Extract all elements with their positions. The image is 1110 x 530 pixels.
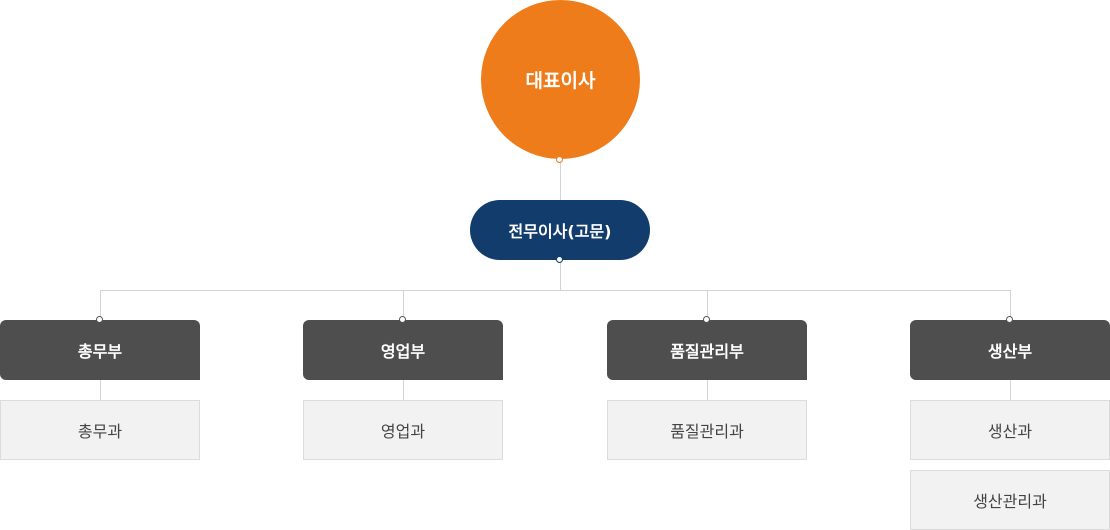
sub-team-production-management: 생산관리과 [910,470,1110,530]
connector-bus-dept-1 [100,290,101,320]
department-node-sales: 영업부 [303,320,503,380]
sub-team-label: 생산과 [987,422,1033,441]
department-connector-dot [1006,316,1013,323]
sub-team-production: 생산과 [910,400,1110,460]
sub-team-label: 총무과 [77,422,123,441]
department-node-production: 생산부 [910,320,1110,380]
department-connector-dot [96,316,103,323]
ceo-connector-dot [556,156,563,163]
ceo-label: 대표이사 [525,70,596,92]
connector-ceo-vice [560,160,561,200]
connector-vice-trunk [560,260,561,290]
department-connector-dot [703,316,710,323]
connector-dept-sub-2 [403,380,404,400]
sub-team-quality: 품질관리과 [607,400,807,460]
connector-bus-dept-2 [403,290,404,320]
department-node-general-affairs: 총무부 [0,320,200,380]
department-label: 영업부 [380,342,426,361]
vice-connector-dot [556,256,563,263]
vice-president-node: 전무이사(고문) [470,200,650,260]
connector-dept-sub-4 [1010,380,1011,400]
department-label: 생산부 [987,342,1033,361]
sub-team-label: 품질관리과 [670,422,744,441]
connector-dept-sub-3 [707,380,708,400]
vice-president-label: 전무이사(고문) [508,222,612,241]
sub-team-label: 생산관리과 [973,492,1047,511]
connector-bus-dept-4 [1010,290,1011,320]
sub-team-sales: 영업과 [303,400,503,460]
ceo-node: 대표이사 [481,0,640,159]
sub-team-general-affairs: 총무과 [0,400,200,460]
department-label: 품질관리부 [670,342,744,361]
department-node-quality: 품질관리부 [607,320,807,380]
connector-bus-dept-3 [707,290,708,320]
connector-dept-sub-1 [100,380,101,400]
sub-team-label: 영업과 [380,422,426,441]
department-connector-dot [399,316,406,323]
department-label: 총무부 [77,342,123,361]
connector-horizontal-bus [100,290,1010,291]
